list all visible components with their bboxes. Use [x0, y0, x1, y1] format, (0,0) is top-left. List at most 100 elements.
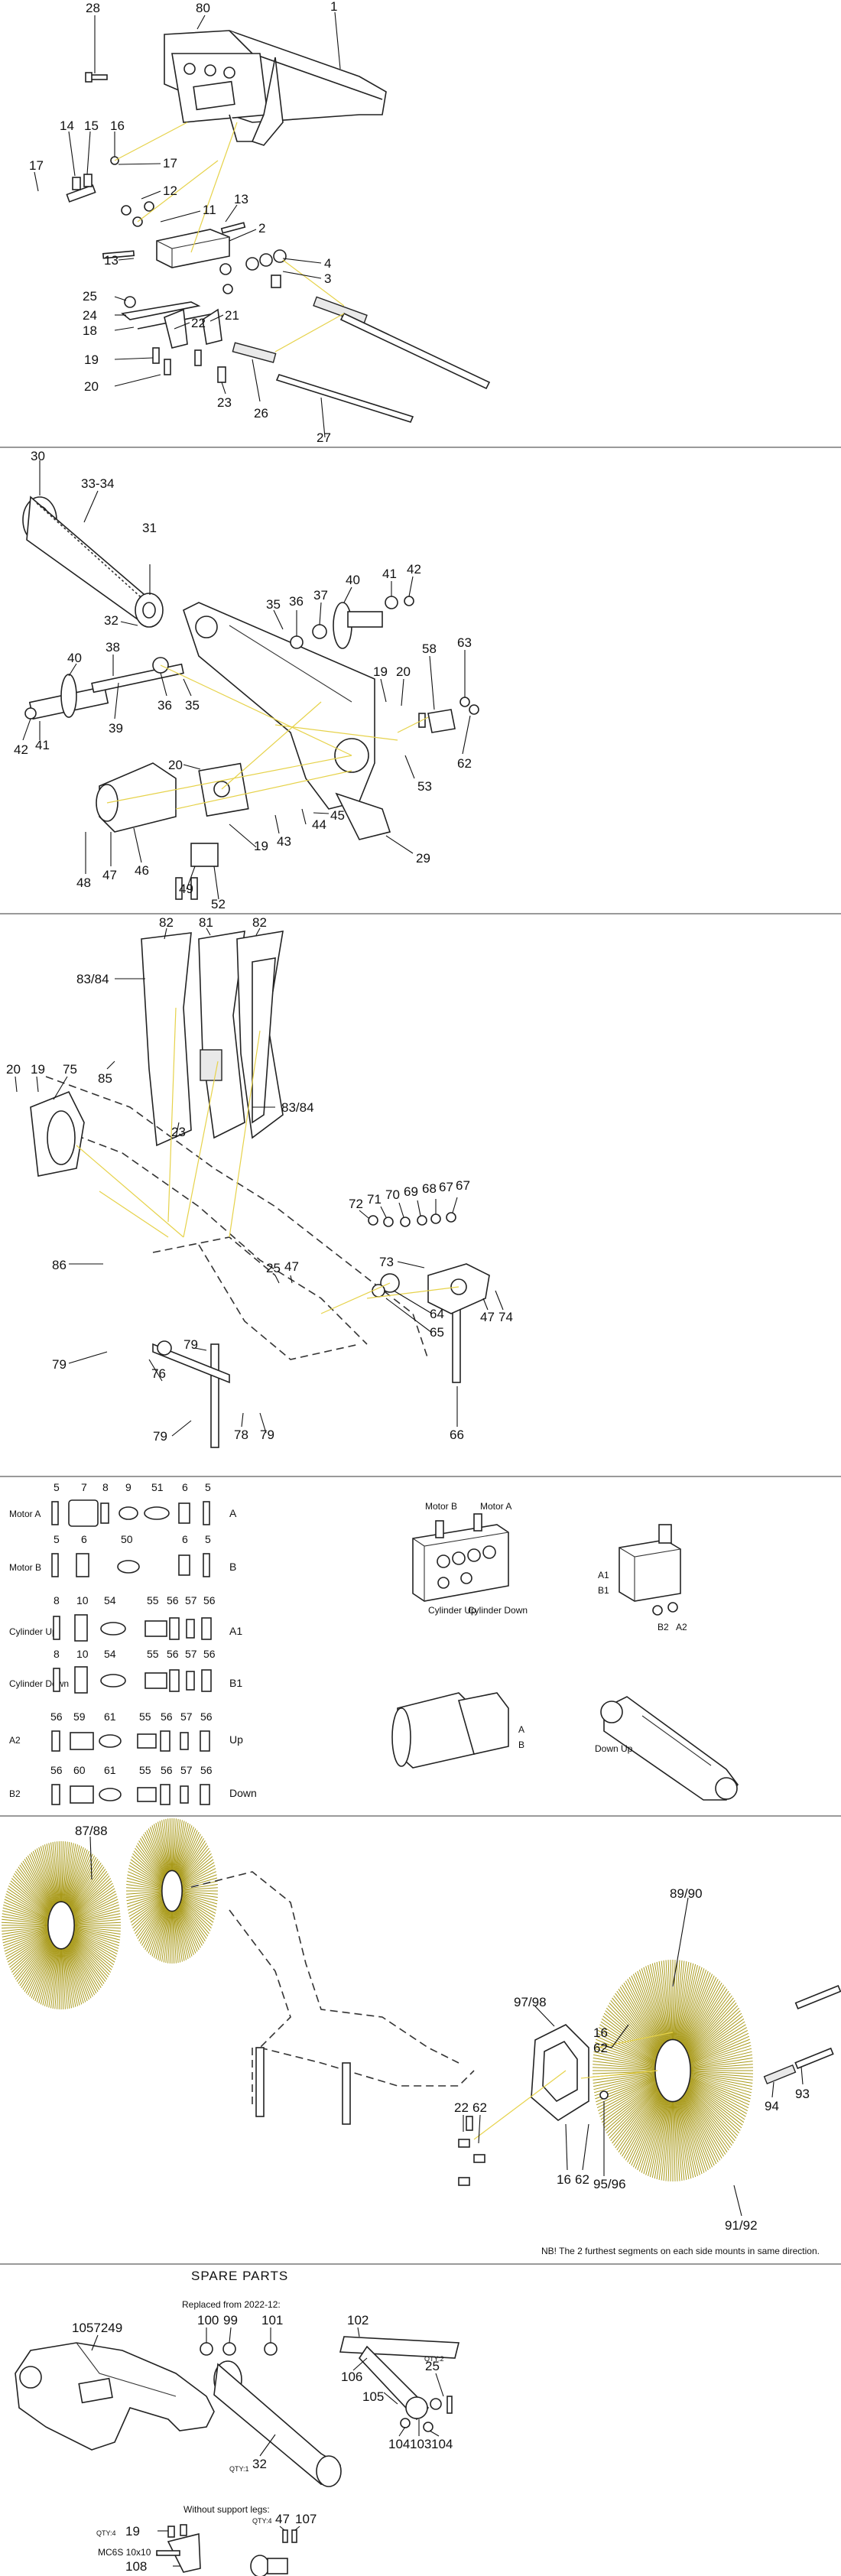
callout-15: 15	[84, 119, 99, 133]
svg-text:A1: A1	[229, 1625, 242, 1637]
callout-46: 46	[135, 863, 149, 878]
callout-17-right: 17	[163, 156, 177, 171]
callout-40-left: 40	[67, 651, 82, 665]
callout-30: 30	[31, 450, 45, 463]
svg-text:7: 7	[81, 1481, 87, 1493]
cylinder-port-up: Up	[621, 1743, 633, 1754]
callout-45: 45	[330, 808, 345, 823]
brush-segments	[141, 931, 284, 1147]
svg-text:Down: Down	[229, 1787, 257, 1799]
exploded-view-arm-section: 30 33-34 31 32 38 40 42 41 39 36 35 35 3…	[0, 450, 841, 911]
spare-parts-title: SPARE PARTS	[191, 2269, 288, 2283]
svg-text:56: 56	[50, 1710, 63, 1723]
callout-42-right: 42	[407, 562, 421, 577]
callout-87-88: 87/88	[75, 1824, 108, 1838]
rod-upper	[339, 312, 491, 390]
callout-36-left: 36	[157, 698, 172, 713]
svg-text:56: 56	[200, 1710, 213, 1723]
chain-spare	[200, 2342, 342, 2487]
block-label-b1: B1	[598, 1585, 609, 1596]
assembly-guides	[106, 664, 429, 810]
qty-label-19: QTY:4	[96, 2529, 116, 2537]
callout-1: 1	[330, 0, 337, 14]
callout-81: 81	[199, 916, 213, 930]
svg-text:59: 59	[73, 1710, 86, 1723]
callout-103: 103	[410, 2437, 431, 2451]
callout-21: 21	[225, 308, 239, 323]
callout-58: 58	[422, 642, 437, 656]
row-label-motor-a: Motor A	[9, 1509, 41, 1519]
callout-53: 53	[417, 779, 432, 794]
block-label-b2: B2	[658, 1622, 669, 1632]
main-frame	[164, 30, 387, 146]
qty-label-25: QTY:2	[424, 2355, 444, 2363]
svg-text:57: 57	[185, 1648, 197, 1660]
svg-text:55: 55	[139, 1710, 151, 1723]
spring-lower	[232, 342, 277, 363]
callout-19: 19	[31, 1062, 45, 1077]
svg-text:5: 5	[205, 1533, 211, 1545]
callout-38: 38	[106, 640, 120, 655]
callout-104-left: 104	[388, 2437, 410, 2451]
support-legs	[152, 1282, 461, 1448]
svg-text:5: 5	[54, 1533, 60, 1545]
callout-107: 107	[295, 2512, 317, 2526]
svg-text:51: 51	[151, 1481, 164, 1493]
brush-left	[1, 1841, 122, 2009]
callout-11: 11	[203, 203, 216, 217]
callout-97-98: 97/98	[514, 1995, 547, 2009]
callout-47: 47	[102, 868, 117, 882]
tension-arm-spare	[339, 2336, 460, 2432]
hub-without-legs	[250, 2529, 297, 2576]
leader-lines	[89, 1836, 804, 2217]
callout-83-84-left: 83/84	[76, 972, 109, 986]
machine-outline-dashed	[190, 1871, 475, 2125]
spare-parts-diagram: SPARE PARTS Replaced from 2022-12: Witho…	[15, 2269, 460, 2576]
callout-labels: 82 81 82 83/84 83/84 85 20 19 75 23 72 7…	[6, 916, 513, 1444]
shaft-left	[24, 657, 184, 720]
segments-exploded-diagram: 82 81 82 83/84 83/84 85 20 19 75 23 72 7…	[6, 916, 513, 1448]
motor-port-b: B	[518, 1740, 524, 1750]
svg-text:9: 9	[125, 1481, 132, 1493]
callout-68: 68	[422, 1181, 437, 1196]
callout-66: 66	[450, 1428, 464, 1442]
callout-71: 71	[367, 1192, 382, 1207]
callout-16-bottom: 16	[557, 2172, 571, 2187]
svg-text:56: 56	[200, 1764, 213, 1776]
brushes-section: 87/88 89/90 16 62 97/98 22 62 16 62 95/9…	[0, 1818, 841, 2262]
callout-31: 31	[142, 521, 157, 535]
callout-19: 19	[84, 352, 99, 367]
row-b2: B2 56 60 61 55 56 57 56 Down	[9, 1764, 257, 1805]
svg-text:5: 5	[205, 1481, 211, 1493]
brush-left-back	[126, 1818, 218, 1964]
svg-text:6: 6	[182, 1481, 188, 1493]
callout-19-left: 19	[254, 839, 268, 853]
callout-99: 99	[223, 2313, 238, 2327]
callout-37: 37	[313, 588, 328, 603]
callout-13-top: 13	[234, 192, 248, 206]
callout-4: 4	[324, 256, 331, 271]
callout-64: 64	[430, 1307, 444, 1321]
callout-43: 43	[277, 834, 291, 849]
hydraulic-fittings-diagram: Motor A 5 7 8 9 51 6 5 A Motor B 5 6 50 …	[9, 1481, 739, 1805]
callout-20-right: 20	[396, 664, 411, 679]
callout-labels: 30 33-34 31 32 38 40 42 41 39 36 35 35 3…	[14, 450, 472, 911]
svg-text:60: 60	[73, 1764, 86, 1776]
machine-outline-dashed	[30, 1076, 429, 1360]
callout-69: 69	[404, 1184, 418, 1199]
section-divider	[0, 913, 841, 914]
leader-lines	[15, 927, 504, 1437]
exploded-view-frame-section: 28 80 1 14 15 16 17 17 12 11 13 2 13 4 3…	[0, 0, 841, 443]
assembly-guides	[473, 2032, 674, 2140]
callout-42-left: 42	[14, 742, 28, 757]
callout-28: 28	[86, 1, 100, 15]
callout-24: 24	[83, 308, 97, 323]
svg-text:B1: B1	[229, 1677, 242, 1689]
svg-text:8: 8	[54, 1648, 60, 1660]
svg-text:57: 57	[180, 1764, 193, 1776]
callout-40-right: 40	[346, 573, 360, 587]
callout-13: 13	[104, 253, 119, 268]
section-divider	[0, 1476, 841, 1477]
callout-48: 48	[76, 875, 91, 890]
callout-26: 26	[254, 406, 268, 421]
